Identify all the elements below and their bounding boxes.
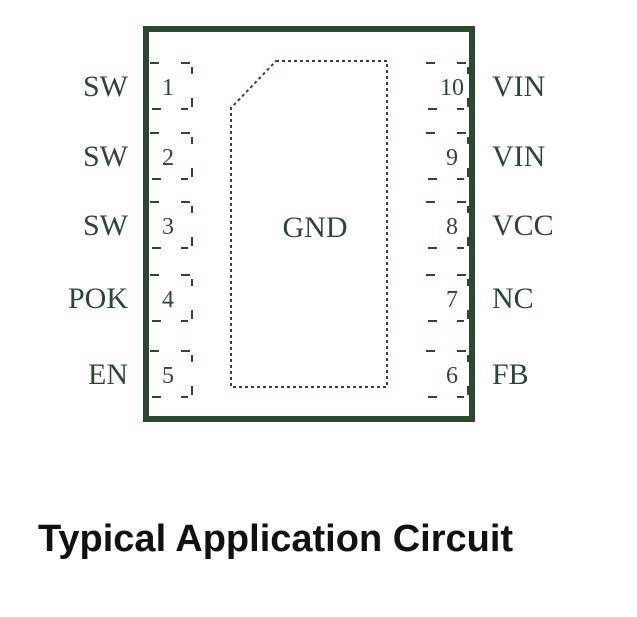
exposed-pad-outline [230, 60, 388, 388]
right-pin-number: 6 [446, 363, 458, 389]
right-pin-label: NC [492, 282, 534, 315]
right-pin-pad [426, 201, 469, 249]
left-pin-number: 3 [162, 214, 174, 240]
right-pin-number: 8 [446, 214, 458, 240]
left-pin-number: 4 [162, 287, 174, 313]
left-pin-label: POK [68, 282, 128, 315]
left-pin-label: SW [83, 140, 129, 173]
right-pin-pad [426, 132, 469, 180]
left-pin-pad [150, 350, 193, 398]
right-pin-number: 7 [446, 287, 458, 313]
right-pin-pad [426, 350, 469, 398]
right-pin-label: VIN [492, 70, 545, 103]
left-pin-pad [150, 201, 193, 249]
right-pin-label: VIN [492, 140, 545, 173]
left-pin-number: 5 [162, 363, 174, 389]
package-outline [143, 26, 475, 422]
left-pin-label: SW [83, 209, 129, 242]
caption: Typical Application Circuit [38, 518, 514, 560]
right-pin-pad [426, 274, 469, 322]
left-pin-number: 1 [162, 75, 174, 101]
exposed-pad-label: GND [283, 211, 348, 244]
right-pin-label: VCC [492, 209, 554, 242]
left-pin-pad [150, 274, 193, 322]
right-pin-number: 10 [440, 75, 464, 101]
left-pin-label: EN [88, 358, 128, 391]
left-pin-label: SW [83, 70, 129, 103]
left-pin-pad [150, 62, 193, 110]
left-pin-pad [150, 132, 193, 180]
right-pin-pad [426, 62, 469, 110]
right-pin-label: FB [492, 358, 529, 391]
left-pin-number: 2 [162, 145, 174, 171]
right-pin-number: 9 [446, 145, 458, 171]
